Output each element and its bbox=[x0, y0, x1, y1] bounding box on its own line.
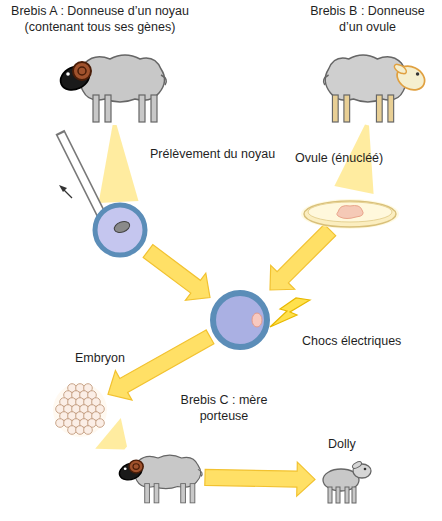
embryo-art bbox=[52, 382, 108, 438]
node-label: Brebis A : Donneuse d’un noyau (contenan… bbox=[0, 3, 200, 35]
petri-dish: Ovule (énucléé) bbox=[300, 190, 400, 230]
fused-cell-art bbox=[210, 290, 270, 350]
block-arrow bbox=[143, 245, 210, 301]
light-beam bbox=[95, 418, 127, 450]
dolly-lamb: Dolly bbox=[315, 455, 375, 505]
sheep-b: Brebis B : Donneuse d’un ovule bbox=[320, 45, 430, 125]
block-arrow bbox=[108, 330, 214, 400]
fused-cell: Chocs électriques bbox=[210, 290, 270, 350]
donor-cell-art bbox=[92, 202, 148, 258]
sheep-c-art bbox=[115, 448, 205, 505]
sheep-a-art bbox=[55, 45, 170, 125]
dolly-lamb-art bbox=[315, 455, 375, 505]
node-label: Prélèvement du noyau bbox=[150, 146, 275, 162]
node-label: Dolly bbox=[328, 436, 356, 452]
node-label: Brebis B : Donneuse d’un ovule bbox=[305, 3, 430, 35]
node-label: Embryon bbox=[75, 350, 125, 366]
light-beam bbox=[99, 125, 139, 203]
sheep-a: Brebis A : Donneuse d’un noyau (contenan… bbox=[55, 45, 170, 125]
petri-dish-art bbox=[300, 190, 400, 230]
node-label: Brebis C : mère porteuse bbox=[180, 392, 268, 424]
node-label: Chocs électriques bbox=[302, 333, 401, 349]
donor-cell: Prélèvement du noyau bbox=[92, 202, 148, 258]
sheep-c: Brebis C : mère porteuse bbox=[115, 448, 205, 505]
embryo: Embryon bbox=[52, 382, 108, 438]
block-arrow bbox=[270, 224, 336, 290]
node-label: Ovule (énucléé) bbox=[295, 150, 383, 166]
sheep-b-art bbox=[320, 45, 430, 125]
block-arrow bbox=[205, 462, 315, 496]
